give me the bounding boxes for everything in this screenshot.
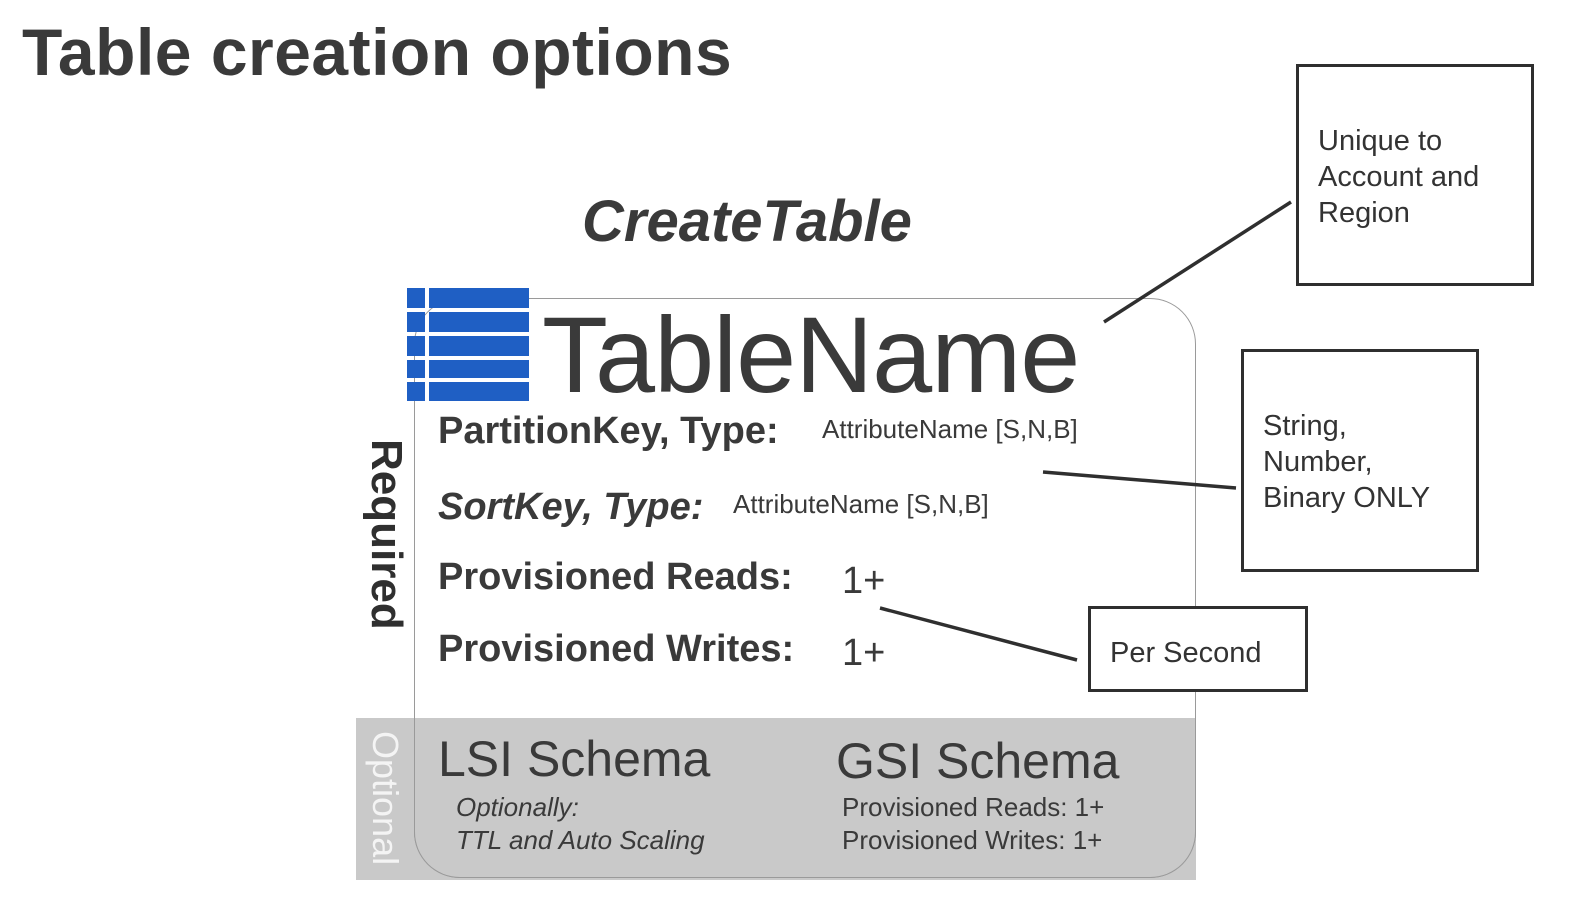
- gsi-note-line-1: Provisioned Reads: 1+: [842, 792, 1105, 822]
- lsi-note-line-1: Optionally:: [456, 792, 579, 822]
- provisioned-writes-value: 1+: [842, 632, 886, 674]
- slide-title: Table creation options: [22, 15, 733, 89]
- partition-key-value: AttributeName [S,N,B]: [822, 414, 1078, 444]
- lsi-schema-title: LSI Schema: [438, 731, 711, 787]
- callout-line: Per Second: [1110, 637, 1262, 669]
- gsi-schema-title: GSI Schema: [836, 733, 1120, 789]
- gsi-note-line-2: Provisioned Writes: 1+: [842, 825, 1103, 855]
- create-table-heading: CreateTable: [582, 189, 912, 254]
- callout-line: String,: [1263, 410, 1347, 442]
- optional-label: Optional: [365, 730, 406, 866]
- required-label: Required: [362, 438, 411, 630]
- callout-per-second: Per Second: [1088, 606, 1308, 692]
- optional-section: [414, 718, 1196, 878]
- lsi-note-line-2: TTL and Auto Scaling: [456, 825, 705, 855]
- callout-line: Unique to: [1318, 125, 1443, 157]
- callout-line: Account and: [1318, 161, 1480, 193]
- provisioned-reads-value: 1+: [842, 560, 886, 602]
- sort-key-value: AttributeName [S,N,B]: [733, 489, 989, 519]
- callout-line: Binary ONLY: [1263, 482, 1431, 514]
- callout-line: Number,: [1263, 446, 1373, 478]
- table-name: TableName: [542, 294, 1080, 415]
- table-icon: [407, 288, 529, 401]
- provisioned-reads-label: Provisioned Reads:: [438, 556, 793, 598]
- sort-key-label: SortKey, Type:: [438, 486, 704, 528]
- callout-unique-to-account: Unique to Account and Region: [1296, 64, 1534, 286]
- callout-key-types: String, Number, Binary ONLY: [1241, 349, 1479, 572]
- callout-line: Region: [1318, 197, 1410, 229]
- provisioned-writes-label: Provisioned Writes:: [438, 628, 795, 670]
- partition-key-label: PartitionKey, Type:: [438, 410, 779, 452]
